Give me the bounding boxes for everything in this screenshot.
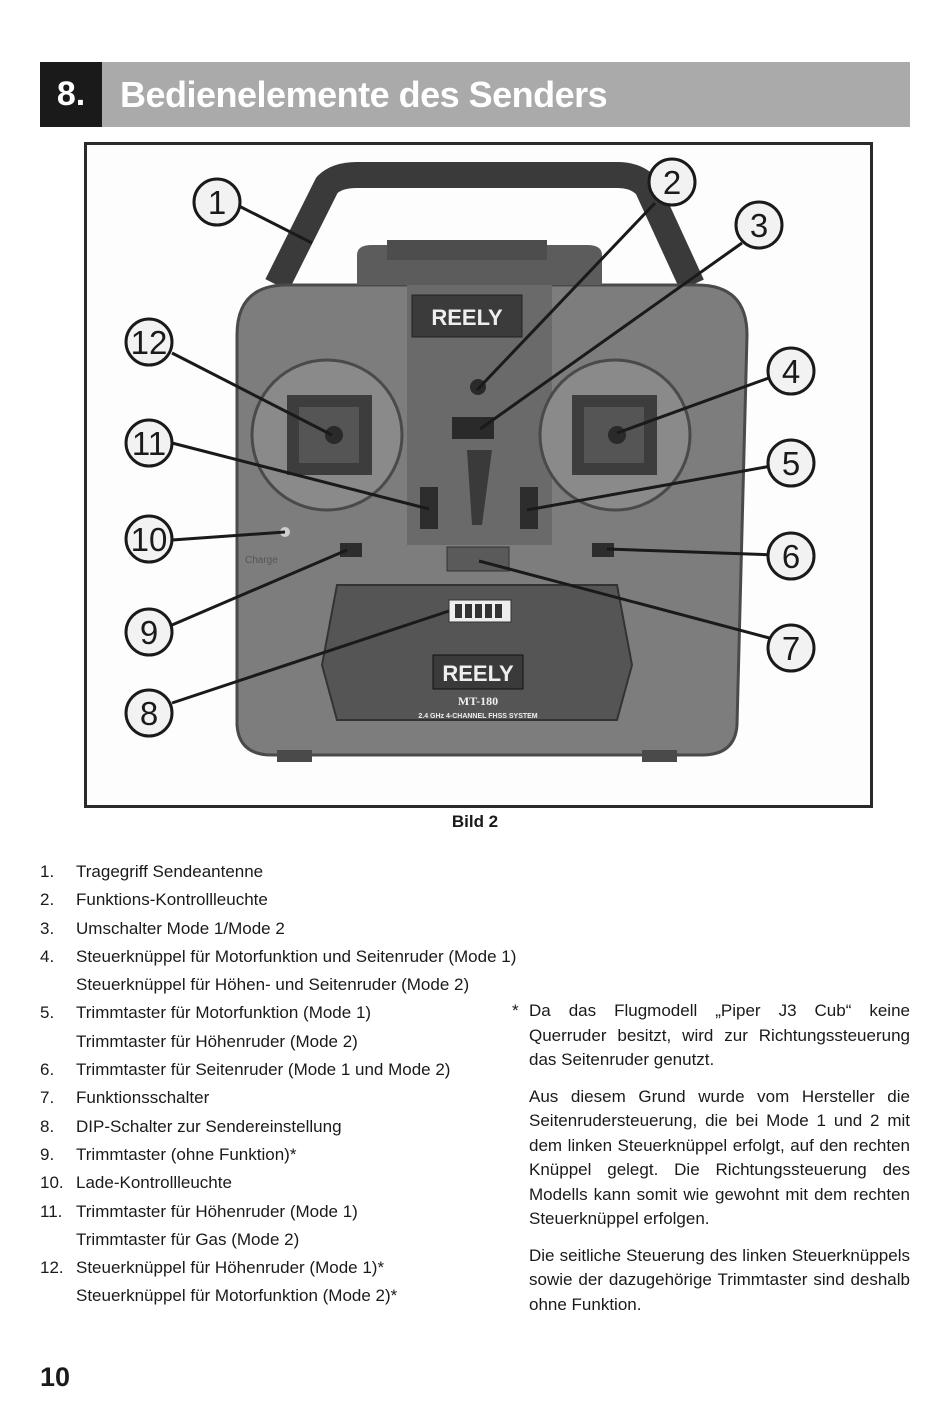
list-item: 6.Trimmtaster für Seitenruder (Mode 1 un… <box>40 1060 451 1080</box>
list-item: Trimmtaster für Gas (Mode 2) <box>76 1229 300 1249</box>
left-horizontal-trim <box>340 543 362 557</box>
list-item: 1.Tragegriff Sendeantenne <box>40 862 264 881</box>
list-item: Steuerknüppel für Motorfunktion (Mode 2)… <box>76 1286 398 1306</box>
model-label: MT-180 <box>458 694 498 708</box>
callout-5: 5 <box>766 438 816 488</box>
svg-text:1: 1 <box>208 184 226 221</box>
footnote-paragraph-1: *Da das Flugmodell „Piper J3 Cub“ keine … <box>512 1001 910 1069</box>
left-stick <box>325 426 343 444</box>
brand-logo-bottom: REELY <box>442 661 514 686</box>
list-item: Steuerknüppel für Höhen- und Seitenruder… <box>76 975 470 995</box>
callout-7: 7 <box>766 623 816 673</box>
battery-cover <box>320 584 634 721</box>
transmitter-figure: REELY Charge REEL <box>84 142 873 808</box>
charge-label: Charge <box>245 555 278 566</box>
list-item: 2.Funktions-Kontrollleuchte <box>40 890 268 910</box>
footnote-paragraph-2: Aus diesem Grund wurde vom Hersteller di… <box>529 1086 910 1229</box>
list-item: 12.Steuerknüppel für Höhenruder (Mode 1)… <box>40 1258 385 1278</box>
svg-text:4: 4 <box>782 353 800 390</box>
svg-text:12: 12 <box>131 324 168 361</box>
list-item: Trimmtaster für Höhenruder (Mode 2) <box>76 1031 358 1051</box>
callout-4: 4 <box>766 346 816 396</box>
right-vertical-trim <box>520 487 538 529</box>
system-label: 2.4 GHz 4-CHANNEL FHSS SYSTEM <box>418 713 537 720</box>
callout-6: 6 <box>766 531 816 581</box>
list-item: 9.Trimmtaster (ohne Funktion)* <box>40 1144 297 1164</box>
list-item: 5.Trimmtaster für Motorfunktion (Mode 1) <box>40 1003 372 1023</box>
callout-10: 10 <box>124 514 174 564</box>
list-item: 7.Funktionsschalter <box>40 1088 210 1108</box>
carry-handle <box>265 162 704 291</box>
page-number: 10 <box>40 1362 71 1392</box>
component-list: 1.Tragegriff Sendeantenne 2.Funktions-Ko… <box>40 858 540 1311</box>
list-item: 10.Lade-Kontrollleuchte <box>40 1173 232 1193</box>
svg-text:5: 5 <box>782 445 800 482</box>
svg-text:10: 10 <box>131 521 168 558</box>
callout-9: 9 <box>124 607 174 657</box>
svg-text:6: 6 <box>782 538 800 575</box>
callout-1: 1 <box>192 177 242 227</box>
section-header: 8. Bedienelemente des Senders <box>40 62 910 127</box>
right-stick <box>608 426 626 444</box>
callout-2: 2 <box>647 157 697 207</box>
footnote-paragraph-3: Die seitliche Steuerung des linken Steue… <box>529 1245 910 1314</box>
callout-3: 3 <box>734 200 784 250</box>
transmitter-illustration: REELY Charge REEL <box>124 157 816 762</box>
svg-text:3: 3 <box>750 207 768 244</box>
list-item: 11.Trimmtaster für Höhenruder (Mode 1) <box>40 1201 358 1221</box>
footnote: *Da das Flugmodell „Piper J3 Cub“ keine … <box>512 999 910 1329</box>
callout-8: 8 <box>124 688 174 738</box>
section-number: 8. <box>40 62 102 127</box>
list-item: 4.Steuerknüppel für Motorfunktion und Se… <box>40 946 517 966</box>
list-item: 8.DIP-Schalter zur Sendereinstellung <box>40 1116 342 1136</box>
callout-11: 11 <box>124 418 174 468</box>
svg-text:2: 2 <box>663 164 681 201</box>
brand-logo-top: REELY <box>431 305 503 330</box>
figure-caption: Bild 2 <box>451 812 499 831</box>
right-horizontal-trim <box>592 543 614 557</box>
list-item: 3.Umschalter Mode 1/Mode 2 <box>40 918 285 938</box>
mode-switch <box>452 417 494 439</box>
svg-text:11: 11 <box>132 425 166 462</box>
svg-text:7: 7 <box>782 630 800 667</box>
section-title: Bedienelemente des Senders <box>102 62 910 127</box>
callout-12: 12 <box>124 317 174 367</box>
svg-text:8: 8 <box>140 695 158 732</box>
svg-text:9: 9 <box>140 614 158 651</box>
callout-leaders <box>171 201 778 705</box>
